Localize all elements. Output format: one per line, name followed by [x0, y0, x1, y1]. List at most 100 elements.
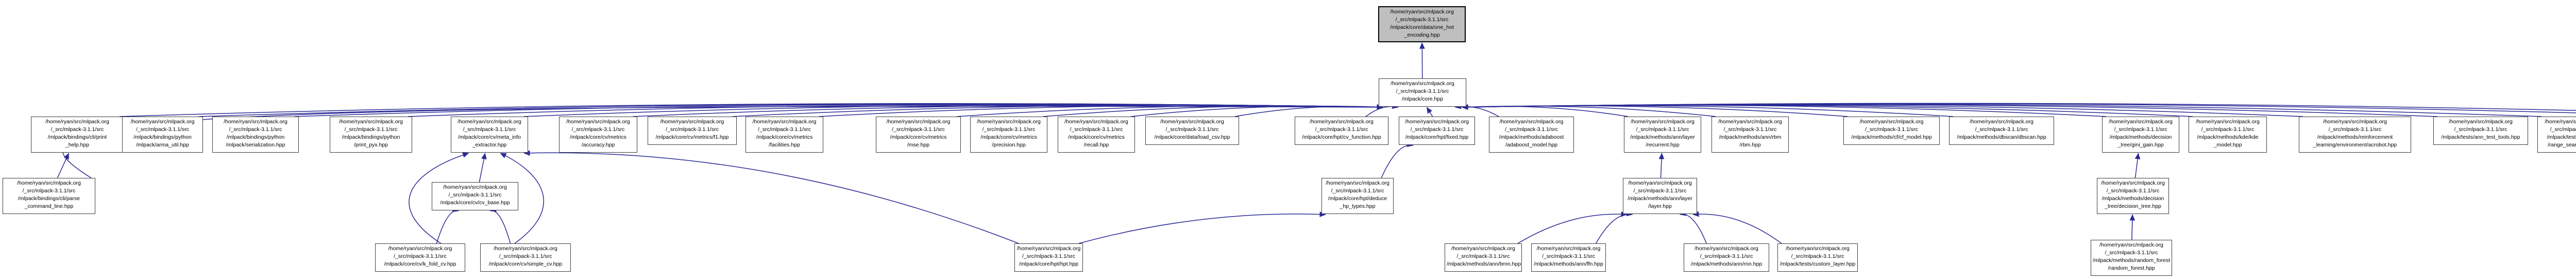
node-label-line: /home/ryan/src/mlpack.org — [977, 119, 1041, 125]
node-facilities[interactable]: /home/ryan/src/mlpack.org/_src/mlpack-3.… — [745, 117, 823, 153]
node-random_forest[interactable]: /home/ryan/src/mlpack.org /_src/mlpack-3.… — [2091, 240, 2172, 276]
node-cf_model[interactable]: /home/ryan/src/mlpack.org/_src/mlpack-3.… — [1843, 117, 1940, 145]
node-one_hot_encoding[interactable]: /home/ryan/src/mlpack.org/_src/mlpack-3.… — [1378, 6, 1466, 42]
node-kde_model[interactable]: /home/ryan/src/mlpack.org/_src/mlpack-3.… — [2189, 117, 2267, 153]
node-label-line: /rbm.hpp — [1739, 142, 1761, 148]
include-edge-adaboost_model-to-core — [1454, 103, 1499, 117]
node-label-line: /mlpack/bindings/python — [133, 134, 192, 140]
node-label-line: _tree/gini_gain.hpp — [2117, 142, 2164, 148]
node-label-line: /home/ryan/src/mlpack.org — [494, 245, 557, 252]
node-mse[interactable]: /home/ryan/src/mlpack.org/_src/mlpack-3.… — [876, 117, 961, 153]
node-label-line: /_src/mlpack-3.1.1/src — [448, 192, 502, 198]
node-label-line: /_src/mlpack-3.1.1/src — [1456, 253, 1510, 259]
include-edge-hpt-to-deduce_hp_types — [1078, 211, 1326, 244]
node-rbm[interactable]: /home/ryan/src/mlpack.org/_src/mlpack-3.… — [1711, 117, 1789, 153]
node-label-line: /mlpack/core/cv/k_fold_cv.hpp — [384, 261, 456, 267]
node-label-line: /home/ryan/src/mlpack.org — [660, 119, 724, 125]
node-label-line: /mlpack/methods/cf/cf_model.hpp — [1851, 134, 1932, 140]
node-arma_util[interactable]: /home/ryan/src/mlpack.org/_src/mlpack-3.… — [122, 117, 203, 153]
node-label-line: /home/ryan/src/mlpack.org — [1451, 245, 1515, 252]
node-label-line: /_src/mlpack-3.1.1/src — [1070, 126, 1123, 133]
include-edge-simple_cv-to-meta_info_extractor — [500, 153, 545, 244]
node-label-line: /home/ryan/src/mlpack.org — [45, 119, 109, 125]
node-label-line: /_src/mlpack-3.1.1/src — [1700, 253, 1753, 259]
node-label-line: /home/ryan/src/mlpack.org — [1970, 119, 2033, 125]
node-label-line: /accuracy.hpp — [581, 142, 615, 148]
node-label-line: /home/ryan/src/mlpack.org — [1718, 119, 1782, 125]
node-label-line: /home/ryan/src/mlpack.org — [1499, 119, 1564, 125]
node-label-line: /mlpack/core.hpp — [1402, 96, 1443, 102]
node-recurrent[interactable]: /home/ryan/src/mlpack.org/_src/mlpack-3.… — [1624, 117, 1701, 153]
node-label-line: /mlpack/methods/ann/layer — [1630, 134, 1695, 140]
node-label-line: /mse.hpp — [907, 142, 930, 148]
node-core[interactable]: /home/ryan/src/mlpack.org/_src/mlpack-3.… — [1379, 78, 1466, 107]
node-layer[interactable]: /home/ryan/src/mlpack.org/_src/mlpack-3.… — [1623, 178, 1697, 214]
node-label-line: /adaboost_model.hpp — [1505, 142, 1557, 148]
node-cv_function[interactable]: /home/ryan/src/mlpack.org/_src/mlpack-3.… — [1295, 117, 1388, 145]
node-label-line: /range_search_utils.hpp — [2547, 142, 2576, 148]
node-custom_layer[interactable]: /home/ryan/src/mlpack.org/_src/mlpack-3.… — [1777, 243, 1858, 272]
node-brnn[interactable]: /home/ryan/src/mlpack.org/_src/mlpack-3.… — [1445, 243, 1522, 272]
node-label-line: /_src/mlpack-3.1.1/src — [1975, 126, 2028, 133]
node-py_serialization[interactable]: /home/ryan/src/mlpack.org/_src/mlpack-3.… — [212, 117, 299, 153]
node-label-line: /mlpack/core/data/load_csv.hpp — [1154, 134, 1230, 140]
node-label-line: /_src/mlpack-3.1.1/src — [892, 126, 945, 133]
node-recall[interactable]: /home/ryan/src/mlpack.org/_src/mlpack-3.… — [1058, 117, 1135, 153]
node-label-line: /mlpack/core/data/one_hot — [1390, 24, 1454, 30]
node-label-line: /_src/mlpack-3.1.1/src — [982, 126, 1036, 133]
node-label-line: /home/ryan/src/mlpack.org — [1859, 119, 1924, 125]
node-label-line: /recurrent.hpp — [1646, 142, 1680, 148]
node-ffn[interactable]: /home/ryan/src/mlpack.org/_src/mlpack-3.… — [1531, 243, 1606, 272]
node-label-line: /_src/mlpack-3.1.1/src — [1410, 126, 1464, 133]
node-k_fold_cv[interactable]: /home/ryan/src/mlpack.org/_src/mlpack-3.… — [375, 243, 465, 272]
node-label-line: /home/ryan/src/mlpack.org — [2099, 242, 2163, 248]
node-precision[interactable]: /home/ryan/src/mlpack.org/_src/mlpack-3.… — [970, 117, 1047, 153]
node-label-line: /_src/mlpack-3.1.1/src — [666, 126, 719, 133]
node-label-line: /recall.hpp — [1083, 142, 1109, 148]
node-label-line: /home/ryan/src/mlpack.org — [17, 180, 81, 186]
node-label-line: /home/ryan/src/mlpack.org — [1016, 245, 1081, 252]
node-label-line: /_src/mlpack-3.1.1/src — [2328, 126, 2382, 133]
node-hpt[interactable]: /home/ryan/src/mlpack.org/_src/mlpack-3.… — [1014, 243, 1083, 272]
node-label-line: /mlpack/tests/main_tests — [2547, 134, 2576, 140]
node-label-line: /_src/mlpack-3.1.1/src — [1723, 126, 1777, 133]
node-label-line: /mlpack/methods/kde/kde — [2197, 134, 2259, 140]
node-label-line: /mlpack/core/hpt/hpt.hpp — [1019, 261, 1078, 267]
node-label-line: /home/ryan/src/mlpack.org — [2196, 119, 2260, 125]
node-load_csv[interactable]: /home/ryan/src/mlpack.org/_src/mlpack-3.… — [1145, 117, 1239, 145]
node-label-line: /mlpack/serialization.hpp — [226, 142, 285, 148]
node-print_pyx[interactable]: /home/ryan/src/mlpack.org/_src/mlpack-3.… — [330, 117, 412, 153]
node-label-line: /mlpack/core/hpt/cv_function.hpp — [1302, 134, 1381, 140]
node-label-line: _tree/decision_tree.hpp — [2105, 203, 2161, 209]
node-ann_test_tools[interactable]: /home/ryan/src/mlpack.org/_src/mlpack-3.… — [2433, 117, 2528, 145]
node-label-line: /mlpack/methods/random_forest — [2093, 257, 2170, 264]
node-decision_tree[interactable]: /home/ryan/src/mlpack.org/_src/mlpack-3.… — [2097, 178, 2169, 214]
node-f1[interactable]: /home/ryan/src/mlpack.org/_src/mlpack-3.… — [648, 117, 737, 145]
node-dbscan[interactable]: /home/ryan/src/mlpack.org/_src/mlpack-3.… — [1949, 117, 2054, 145]
node-fixed[interactable]: /home/ryan/src/mlpack.org/_src/mlpack-3.… — [1399, 117, 1475, 145]
include-edge-brnn-to-layer — [1517, 211, 1628, 244]
node-simple_cv[interactable]: /home/ryan/src/mlpack.org/_src/mlpack-3.… — [480, 243, 571, 272]
node-label-line: /_src/mlpack-3.1.1/src — [1505, 126, 1558, 133]
node-deduce_hp_types[interactable]: /home/ryan/src/mlpack.org/_src/mlpack-3.… — [1321, 178, 1394, 214]
node-print_help[interactable]: /home/ryan/src/mlpack.org/_src/mlpack-3.… — [31, 117, 124, 153]
node-label-line: /home/ryan/src/mlpack.org — [1405, 119, 1469, 125]
node-rnn[interactable]: /home/ryan/src/mlpack.org/_src/mlpack-3.… — [1684, 243, 1769, 272]
node-label-line: /_src/mlpack-3.1.1/src — [2106, 188, 2160, 194]
node-parse_command_line[interactable]: /home/ryan/src/mlpack.org/_src/mlpack-3.… — [3, 178, 95, 214]
node-acrobot[interactable]: /home/ryan/src/mlpack.org/_src/mlpack-3.… — [2299, 117, 2411, 153]
node-label-line: /mlpack/core/cv/simple_cv.hpp — [488, 261, 563, 267]
node-label-line: /home/ryan/src/mlpack.org — [752, 119, 817, 125]
node-range_search_utils[interactable]: /home/ryan/src/mlpack.org/_src/mlpack-3.… — [2537, 117, 2576, 153]
node-label-line: /home/ryan/src/mlpack.org — [2449, 119, 2513, 125]
node-label-line: /mlpack/core/cv/metrics — [980, 134, 1037, 140]
node-label-line: /_src/mlpack-3.1.1/src — [2105, 250, 2158, 256]
node-meta_info_extractor[interactable]: /home/ryan/src/mlpack.org/_src/mlpack-3.… — [451, 117, 528, 153]
node-label-line: /mlpack/bindings/cli/print — [47, 134, 107, 140]
node-cv_base[interactable]: /home/ryan/src/mlpack.org/_src/mlpack-3.… — [432, 182, 518, 210]
node-adaboost_model[interactable]: /home/ryan/src/mlpack.org/_src/mlpack-3.… — [1489, 117, 1574, 153]
node-label-line: /home/ryan/src/mlpack.org — [1326, 180, 1389, 186]
node-accuracy[interactable]: /home/ryan/src/mlpack.org/_src/mlpack-3.… — [559, 117, 637, 153]
node-label-line: /_src/mlpack-3.1.1/src — [2114, 126, 2167, 133]
node-gini_gain[interactable]: /home/ryan/src/mlpack.org/_src/mlpack-3.… — [2102, 117, 2179, 153]
